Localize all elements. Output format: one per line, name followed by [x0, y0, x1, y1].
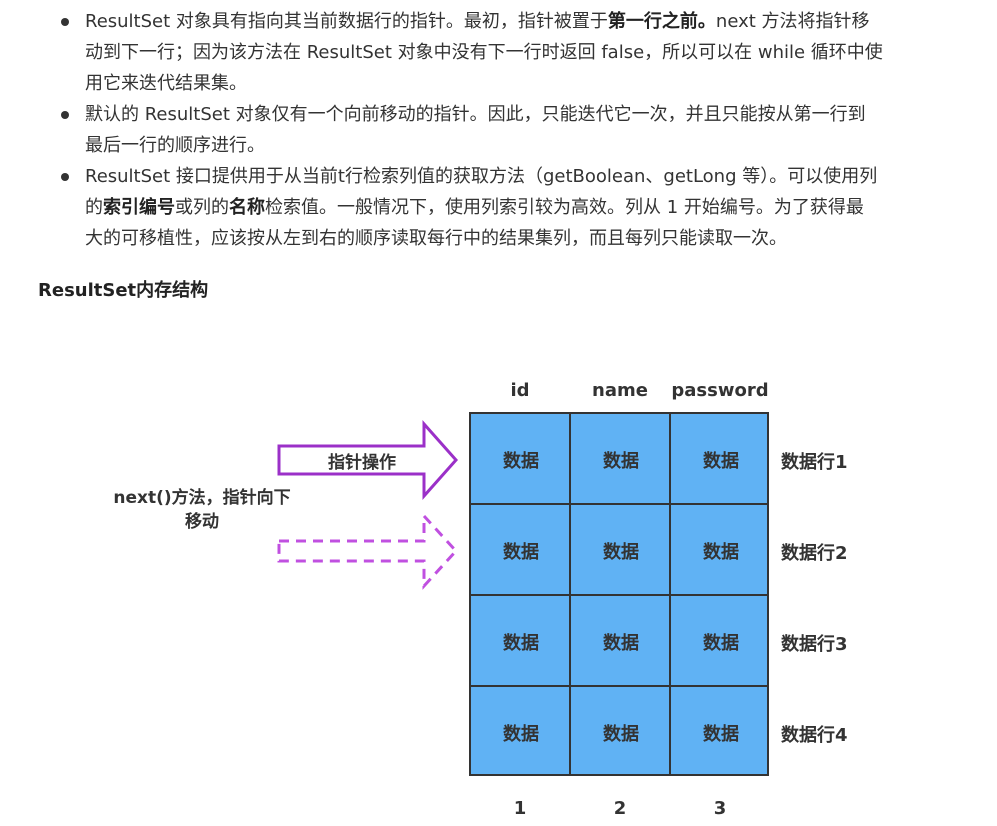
- column-header-id: id: [510, 380, 530, 401]
- bold-text: 名称: [229, 197, 265, 218]
- table-cell: 数据: [703, 541, 739, 563]
- list-item-line: ResultSet 对象具有指向其当前数据行的指针。最初，指针被置于第一行之前。…: [85, 6, 970, 37]
- table-cell: 数据: [703, 632, 739, 654]
- data-table: 数据 数据 数据 数据 数据 数据 数据 数据 数据 数据 数据 数据: [469, 412, 769, 776]
- next-label-line: next()方法，指针向下: [113, 488, 291, 508]
- bullet-dot: [61, 111, 69, 119]
- list-item-line: 动到下一行；因为该方法在 ResultSet 对象中没有下一行时返回 false…: [85, 42, 883, 63]
- column-number-1: 1: [513, 798, 527, 819]
- section-heading: ResultSet内存结构: [38, 280, 209, 301]
- table-cell: 数据: [703, 723, 739, 745]
- row-label-2: 数据行2: [781, 543, 848, 564]
- bullet-dot: [61, 18, 69, 26]
- table-cell: 数据: [603, 450, 639, 472]
- text-span: 检索值。一般情况下，使用列索引较为高效。列从 1 开始编号。为了获得最: [265, 197, 864, 218]
- grid-line: [471, 594, 767, 596]
- table-cell: 数据: [603, 632, 639, 654]
- list-item-line: 的索引编号或列的名称检索值。一般情况下，使用列索引较为高效。列从 1 开始编号。…: [85, 192, 970, 223]
- list-item-line: 最后一行的顺序进行。: [85, 135, 265, 156]
- grid-line: [471, 685, 767, 687]
- row-label-4: 数据行4: [781, 725, 848, 746]
- table-cell: 数据: [503, 632, 539, 654]
- text-span: ResultSet 对象具有指向其当前数据行的指针。最初，指针被置于: [85, 11, 608, 32]
- pointer-operation-label: 指针操作: [328, 453, 396, 473]
- list-item-line: 大的可移植性，应该按从左到右的顺序读取每行中的结果集列，而且每列只能读取一次。: [85, 228, 787, 249]
- column-number-3: 3: [713, 798, 727, 819]
- table-cell: 数据: [503, 541, 539, 563]
- table-cell: 数据: [603, 723, 639, 745]
- next-label-line: 移动: [185, 512, 219, 532]
- table-cell: 数据: [503, 723, 539, 745]
- next-method-label: next()方法，指针向下 移动: [98, 486, 306, 534]
- text-span: next 方法将指针移: [715, 11, 870, 32]
- table-cell: 数据: [503, 450, 539, 472]
- row-label-1: 数据行1: [781, 452, 848, 473]
- list-item-line: 用它来迭代结果集。: [85, 73, 247, 94]
- list-item: ResultSet 对象具有指向其当前数据行的指针。最初，指针被置于第一行之前。…: [61, 6, 970, 99]
- bold-text: 索引编号: [103, 197, 175, 218]
- list-item-line: ResultSet 接口提供用于从当前t行检索列值的获取方法（getBoolea…: [85, 166, 878, 187]
- table-cell: 数据: [703, 450, 739, 472]
- text-span: 或列的: [175, 197, 229, 218]
- column-number-2: 2: [613, 798, 627, 819]
- row-label-3: 数据行3: [781, 634, 848, 655]
- list-item-line: 默认的 ResultSet 对象仅有一个向前移动的指针。因此，只能迭代它一次，并…: [85, 104, 866, 125]
- bullet-dot: [61, 173, 69, 181]
- next-arrow-dashed-icon: [277, 512, 459, 590]
- grid-line: [471, 503, 767, 505]
- pointer-arrow-icon: [277, 420, 459, 500]
- table-cell: 数据: [603, 541, 639, 563]
- text-span: 的: [85, 197, 103, 218]
- list-item: 默认的 ResultSet 对象仅有一个向前移动的指针。因此，只能迭代它一次，并…: [61, 99, 970, 161]
- column-header-password: password: [671, 380, 769, 401]
- column-header-name: name: [592, 380, 648, 401]
- bold-text: 第一行之前。: [607, 11, 716, 32]
- list-item: ResultSet 接口提供用于从当前t行检索列值的获取方法（getBoolea…: [61, 161, 970, 254]
